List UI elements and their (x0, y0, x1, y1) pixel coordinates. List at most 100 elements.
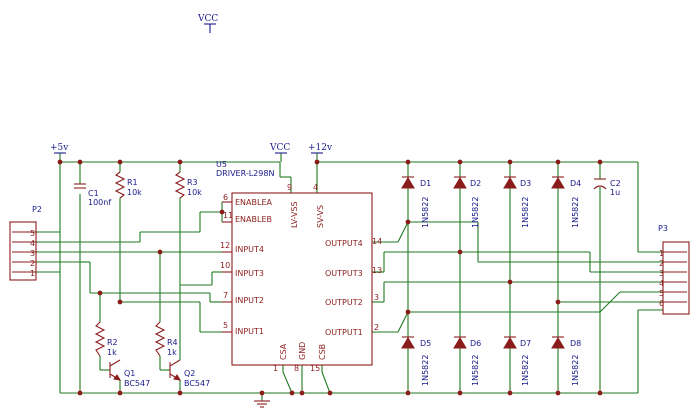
diode-d1: D1 1N5822 (401, 176, 431, 228)
p2-pin: 1 (30, 269, 35, 278)
d8-ref: D8 (570, 339, 581, 348)
d5-value: 1N5822 (421, 355, 430, 386)
pin-label: INPUT1 (235, 327, 264, 336)
p5v-power-symbol: +5v (50, 143, 69, 154)
p3-pin: 6 (659, 299, 664, 308)
p2-pin: 2 (30, 259, 35, 268)
pin-num: 10 (220, 261, 230, 270)
pin-label: INPUT2 (235, 296, 264, 305)
d6-value: 1N5822 (471, 355, 480, 386)
d3-ref: D3 (520, 179, 531, 188)
pin-num: 5 (223, 321, 228, 330)
r1-value: 10k (127, 188, 142, 197)
q1-ref: Q1 (124, 369, 135, 378)
u5-value: DRIVER-L298N (216, 169, 274, 178)
r3-ref: R3 (187, 178, 198, 187)
pin-num: 4 (313, 183, 318, 192)
diode-d5: D5 1N5822 (401, 336, 431, 386)
pin-num: 15 (310, 364, 320, 373)
capacitor-c2: C2 1u (593, 178, 621, 197)
c1-value: 100nf (88, 198, 111, 207)
r2-ref: R2 (107, 338, 118, 347)
pin-num: 14 (372, 237, 382, 246)
ic-u5: U5 DRIVER-L298N 6 ENABLEA 11 ENABLEB 12 … (216, 160, 382, 373)
resistor-r4: R4 1k (154, 321, 178, 357)
q2-ref: Q2 (184, 369, 195, 378)
d7-value: 1N5822 (521, 355, 530, 386)
pin-num: 12 (220, 241, 230, 250)
pin-label: LV-VSS (290, 201, 299, 228)
diode-d3: D3 1N5822 (503, 176, 531, 228)
r4-value: 1k (167, 348, 177, 357)
c1-ref: C1 (88, 189, 99, 198)
c2-value: 1u (610, 188, 620, 197)
d2-ref: D2 (470, 179, 481, 188)
diode-d8: D8 1N5822 (551, 336, 581, 386)
d1-value: 1N5822 (421, 197, 430, 228)
p3-pin: 1 (659, 249, 664, 258)
pin-num: 7 (223, 291, 228, 300)
p12v-label: +12v (308, 143, 333, 153)
ground-symbol (254, 400, 270, 408)
d4-value: 1N5822 (571, 197, 580, 228)
pin-label: GND (298, 342, 307, 360)
p3-ref: P3 (658, 224, 668, 233)
vcc-top-power-symbol: VCC (197, 14, 218, 33)
d6-ref: D6 (470, 339, 481, 348)
pin-num: 3 (374, 293, 379, 302)
r2-value: 1k (107, 348, 117, 357)
pin-label: OUTPUT1 (325, 328, 363, 337)
pin-label: CSB (318, 344, 327, 360)
d1-ref: D1 (420, 179, 431, 188)
vcc-power-symbol: VCC (269, 143, 290, 154)
transistor-q2: Q2 BC547 (169, 359, 210, 388)
r4-ref: R4 (167, 338, 178, 347)
p2-ref: P2 (32, 205, 42, 214)
pin-num: 9 (287, 183, 292, 192)
p3-pin: 4 (659, 279, 664, 288)
p2-pin: 3 (30, 249, 35, 258)
d2-value: 1N5822 (471, 197, 480, 228)
pin-label: SV-VS (316, 205, 325, 228)
resistor-r1: R1 10k (114, 171, 142, 199)
d7-ref: D7 (520, 339, 531, 348)
pin-num: 8 (294, 364, 299, 373)
vcc-top-label: VCC (197, 14, 218, 24)
d8-value: 1N5822 (571, 355, 580, 386)
p12v-power-symbol: +12v (308, 143, 333, 154)
p2-pin: 5 (30, 229, 35, 238)
junctions (57, 159, 603, 396)
p3-pin: 3 (659, 269, 664, 278)
p5v-label: +5v (50, 143, 69, 153)
pin-label: INPUT3 (235, 269, 264, 278)
pin-num: 2 (374, 323, 379, 332)
p3-pin: 5 (659, 289, 664, 298)
q2-value: BC547 (184, 379, 210, 388)
resistor-r2: R2 1k (94, 321, 118, 357)
diode-d7: D7 1N5822 (503, 336, 531, 386)
q1-value: BC547 (124, 379, 150, 388)
diode-d6: D6 1N5822 (453, 336, 481, 386)
d5-ref: D5 (420, 339, 431, 348)
transistor-q1: Q1 BC547 (109, 359, 150, 388)
pin-label: OUTPUT2 (325, 298, 363, 307)
pin-num: 6 (223, 193, 228, 202)
p3-pin: 2 (659, 259, 664, 268)
resistor-r3: R3 10k (174, 171, 202, 199)
p2-pin: 4 (30, 239, 35, 248)
pin-num: 1 (273, 364, 278, 373)
pin-label: ENABLEB (235, 215, 272, 224)
diode-d4: D4 1N5822 (551, 176, 581, 228)
r3-value: 10k (187, 188, 202, 197)
u5-ref: U5 (216, 160, 227, 169)
capacitor-c1: C1 100nf (74, 183, 111, 207)
connector-p3: P3 1 2 3 4 5 6 (658, 224, 690, 315)
pin-label: OUTPUT4 (325, 239, 363, 248)
c2-ref: C2 (610, 179, 621, 188)
d3-value: 1N5822 (521, 197, 530, 228)
pin-num: 11 (223, 211, 233, 220)
pin-label: CSA (279, 343, 288, 360)
d4-ref: D4 (570, 179, 581, 188)
wires (36, 153, 665, 401)
